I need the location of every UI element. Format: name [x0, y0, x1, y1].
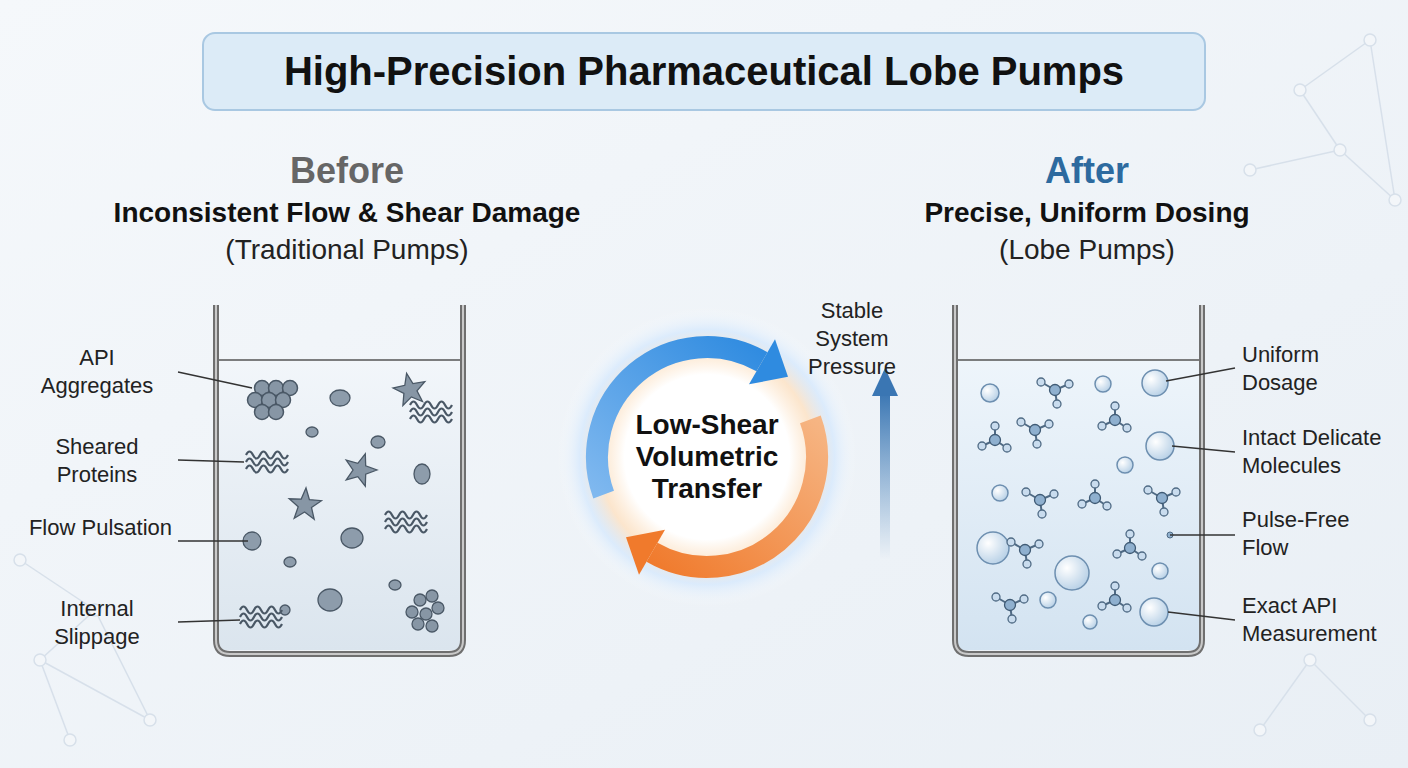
callout-label: Intact Delicate Molecules — [1242, 424, 1392, 480]
title-panel — [203, 33, 1205, 110]
heading: Before — [290, 150, 404, 191]
subheading: (Traditional Pumps) — [225, 234, 468, 266]
heading: Low-Shear Volumetric Transfer — [617, 409, 797, 506]
callout-label: API Aggregates — [22, 344, 172, 400]
cycle-hub: Low-Shear Volumetric Transfer — [597, 347, 817, 567]
glow — [557, 307, 857, 607]
callout-label: Pulse-Free Flow — [1242, 506, 1392, 562]
before-panel: BeforeInconsistent Flow & Shear Damage (T… — [47, 150, 647, 282]
after-panel: AfterPrecise, Uniform Dosing (Lobe Pumps) — [787, 150, 1387, 282]
subheading: Inconsistent Flow & Shear Damage — [114, 197, 581, 229]
callout-label: Internal Slippage — [22, 595, 172, 651]
heading: After — [1045, 150, 1129, 191]
beaker-outline — [216, 305, 463, 654]
subheading: Precise, Uniform Dosing — [924, 197, 1249, 229]
beaker-outline — [955, 305, 1202, 654]
pressure-arrow-shaft — [880, 392, 890, 560]
callout-label: Exact API Measurement — [1242, 592, 1397, 648]
damaged-particles — [240, 373, 452, 632]
liquid — [958, 360, 1199, 650]
intact-particles — [977, 370, 1180, 629]
liquid-surface — [219, 359, 460, 361]
beaker-highlight — [955, 305, 1202, 654]
beaker-highlight — [216, 305, 463, 654]
liquid — [219, 360, 460, 650]
cycle-arrows — [597, 339, 817, 575]
callout-label: Sheared Proteins — [22, 433, 172, 489]
liquid-surface — [958, 359, 1199, 361]
title: High-Precision Pharmaceutical Lobe Pumps — [284, 49, 1124, 94]
callout-label: Flow Pulsation — [29, 514, 172, 542]
callout-label: Uniform Dosage — [1242, 341, 1392, 397]
pressure-label: Stable System Pressure — [782, 297, 922, 381]
network-decoration — [14, 34, 1401, 746]
subheading: (Lobe Pumps) — [999, 234, 1175, 266]
